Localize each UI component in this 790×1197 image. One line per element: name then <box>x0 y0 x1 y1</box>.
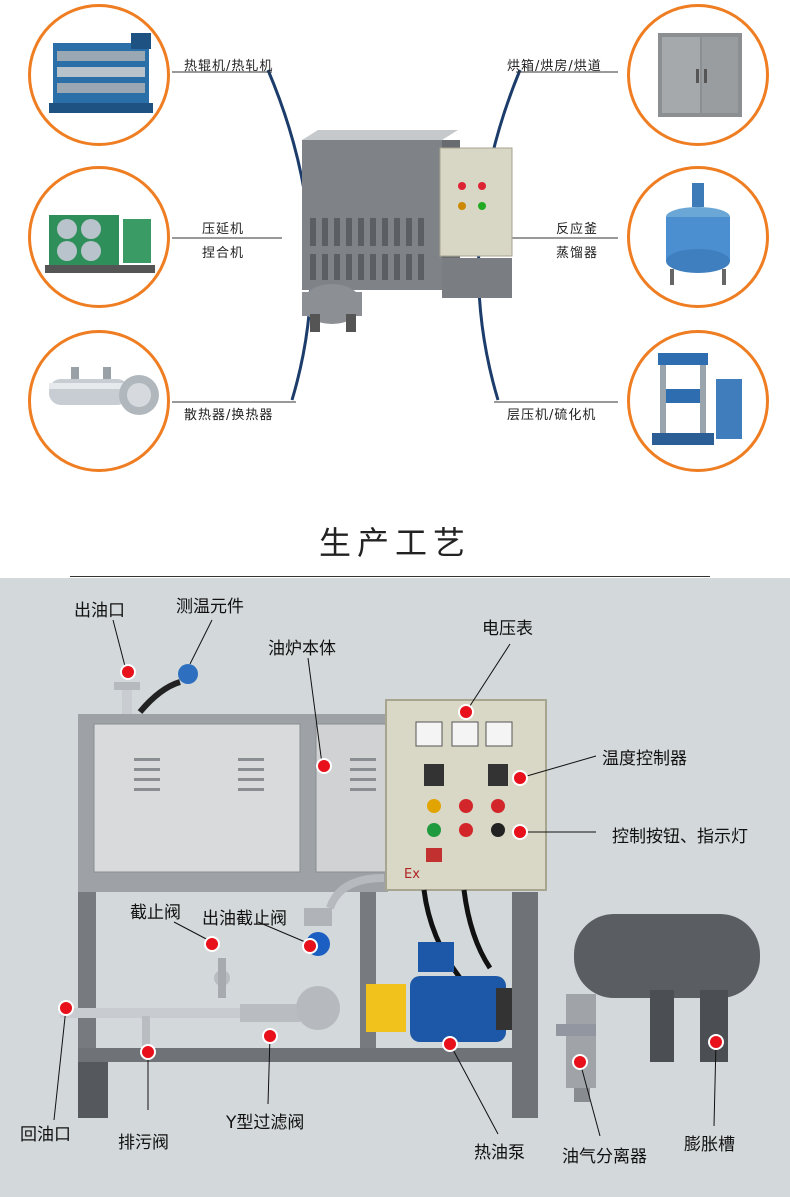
app-label-press: 层压机/硫化机 <box>507 408 597 423</box>
app-label-oven: 烘箱/烘房/烘道 <box>507 59 602 74</box>
reactor-icon <box>666 183 730 285</box>
heat-exchanger-icon <box>49 367 159 415</box>
oven-circle <box>627 4 769 146</box>
title-divider <box>70 576 710 577</box>
label-drain-valve: 排污阀 <box>118 1133 169 1153</box>
roller-machine-icon <box>49 33 153 113</box>
label-stop-valve: 截止阀 <box>130 903 181 923</box>
label-buttons-lights: 控制按钮、指示灯 <box>612 827 748 847</box>
applications-section: 热辊机/热轧机 压延机 捏合机 散热器/换热器 烘箱/烘房/烘道 反应釜 蒸馏器… <box>0 0 790 500</box>
section-title: 生产工艺 <box>318 524 471 562</box>
label-outlet-stop-valve: 出油截止阀 <box>202 909 287 929</box>
oil-heater-image <box>302 130 513 332</box>
app-label-kneader: 捏合机 <box>202 246 245 261</box>
app-label-calender: 压延机 <box>202 222 245 237</box>
label-return-port: 回油口 <box>20 1125 71 1145</box>
roller-machine-circle <box>28 4 170 146</box>
press-machine-icon <box>652 353 742 445</box>
app-label-exchanger: 散热器/换热器 <box>184 408 274 423</box>
ex-mark: Ex <box>404 867 420 882</box>
label-oil-pump: 热油泵 <box>474 1143 525 1163</box>
label-voltmeter: 电压表 <box>482 619 533 639</box>
app-label-distiller: 蒸馏器 <box>556 246 599 261</box>
heat-exchanger-circle <box>28 330 170 472</box>
label-furnace-body: 油炉本体 <box>268 639 336 659</box>
process-diagram: Ex <box>0 578 790 1197</box>
calender-machine-icon <box>45 215 155 273</box>
label-expansion-tank: 膨胀槽 <box>684 1135 735 1155</box>
calender-machine-circle <box>28 166 170 308</box>
reactor-circle <box>627 166 769 308</box>
label-outlet: 出油口 <box>74 601 125 621</box>
app-label-roller: 热辊机/热轧机 <box>184 59 274 74</box>
label-separator: 油气分离器 <box>562 1147 647 1167</box>
press-machine-circle <box>627 330 769 472</box>
oven-icon <box>658 33 742 117</box>
app-label-reactor: 反应釜 <box>556 222 599 237</box>
label-temp-controller: 温度控制器 <box>602 749 687 769</box>
equipment-illustration: Ex <box>53 619 760 1137</box>
label-y-filter: Y型过滤阀 <box>226 1113 305 1133</box>
label-temp-sensor: 测温元件 <box>176 597 244 617</box>
